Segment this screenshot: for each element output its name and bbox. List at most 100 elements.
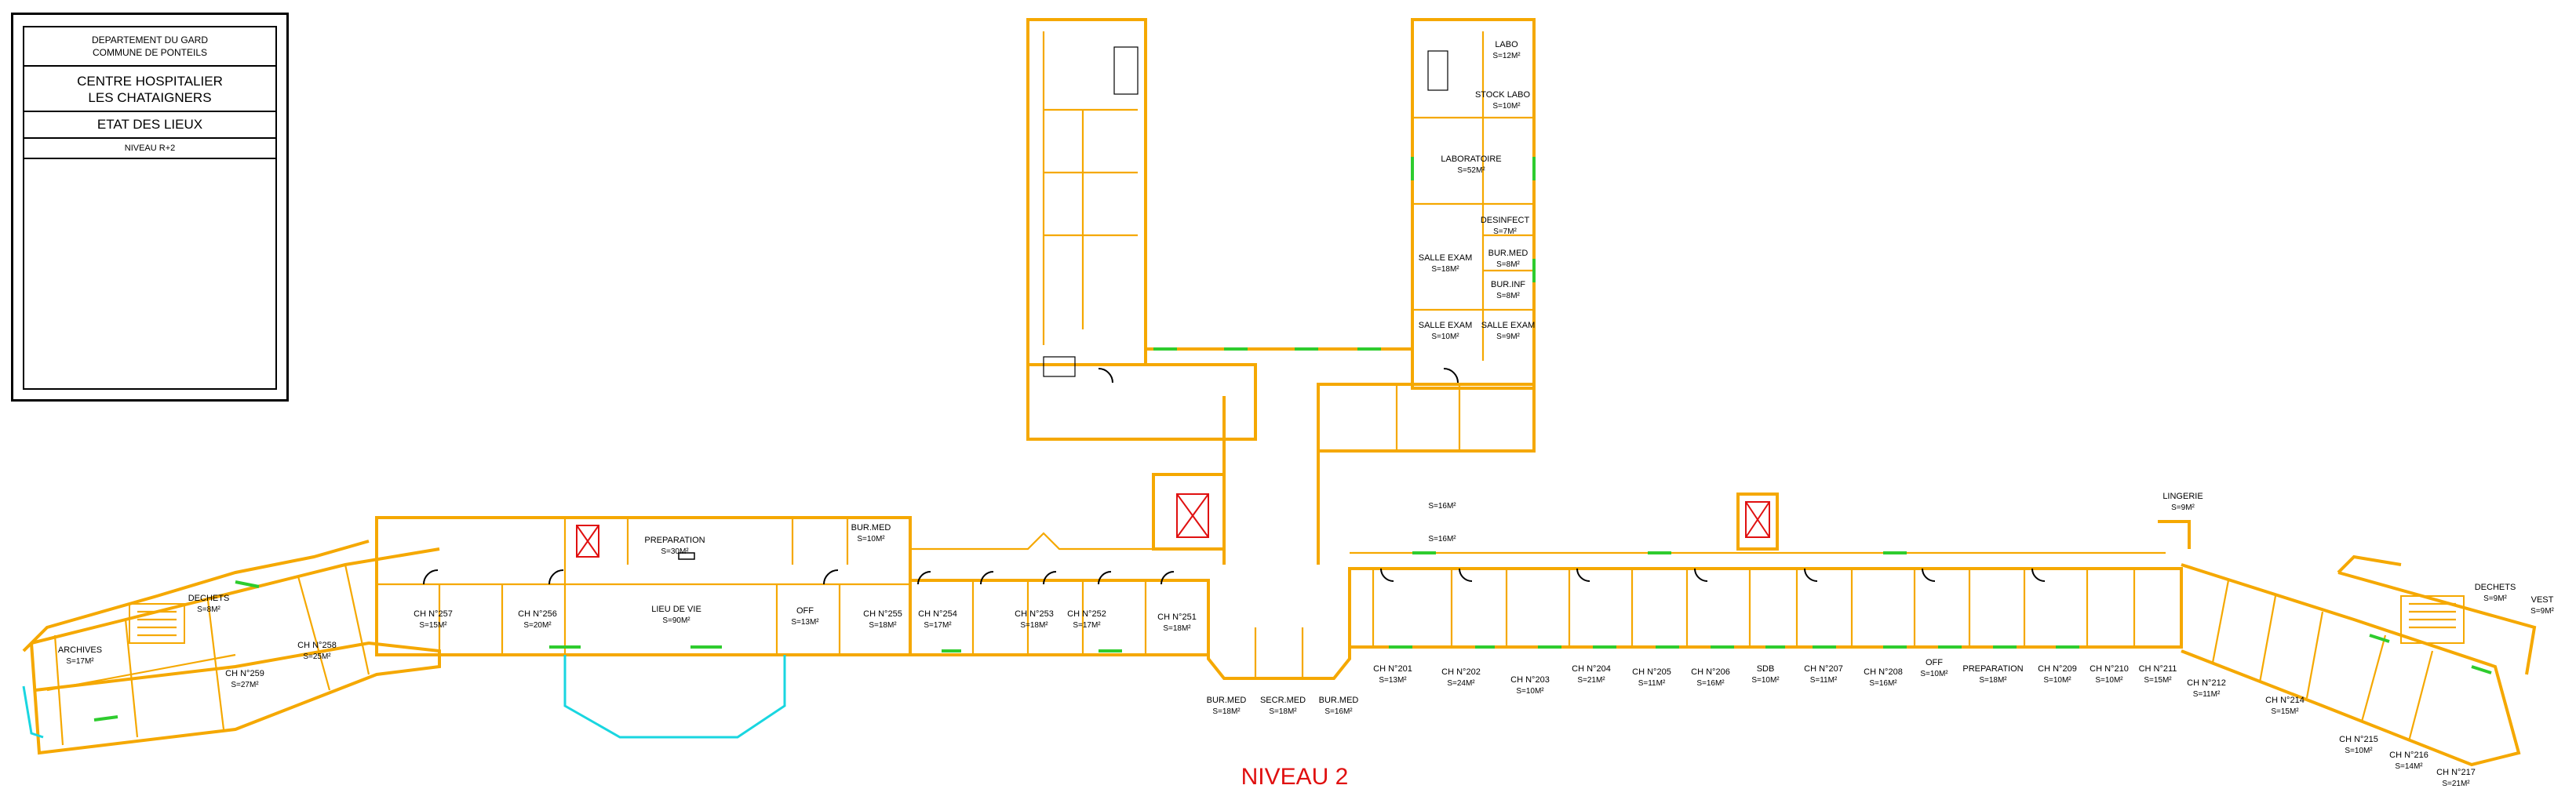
room-off-e-name: OFF <box>1926 658 1943 667</box>
door-swings <box>423 368 2046 585</box>
room-ch201-area: S=13M² <box>1379 676 1407 685</box>
room-s16b-area: S=16M² <box>1428 535 1456 543</box>
room-archives-area: S=17M² <box>66 657 94 666</box>
room-ch202-area: S=24M² <box>1447 679 1475 688</box>
room-preparation-e-name: PREPARATION <box>1962 664 2023 674</box>
room-preparation-w-area: S=30M² <box>661 547 689 556</box>
plan-title: NIVEAU 2 <box>1241 764 1349 790</box>
room-dechets-w-area: S=8M² <box>197 605 220 614</box>
room-secr-med-area: S=18M² <box>1269 707 1297 716</box>
room-ch259-area: S=27M² <box>231 681 259 689</box>
room-ch208-name: CH N°208 <box>1864 667 1903 677</box>
room-ch205-area: S=11M² <box>1638 679 1666 688</box>
room-ch212-name: CH N°212 <box>2187 678 2226 688</box>
room-bur-med-n-name: BUR.MED <box>1488 249 1528 258</box>
room-ch255-name: CH N°255 <box>863 609 902 619</box>
room-ch201-name: CH N°201 <box>1373 664 1412 674</box>
department-line: DEPARTEMENT DU GARD <box>91 35 209 45</box>
room-ch259-name: CH N°259 <box>225 669 264 678</box>
room-ch254-name: CH N°254 <box>918 609 957 619</box>
room-ch252-area: S=17M² <box>1073 621 1101 630</box>
room-off-w-area: S=13M² <box>791 618 819 627</box>
room-ch215-area: S=10M² <box>2345 747 2373 755</box>
room-bur-med-w-area: S=10M² <box>857 535 885 543</box>
room-sdb-area: S=10M² <box>1751 676 1780 685</box>
room-off-w-name: OFF <box>796 606 814 616</box>
room-ch214-area: S=15M² <box>2271 707 2299 716</box>
north-east-tower-walls <box>1317 18 1536 453</box>
hospital-line-2: LES CHATAIGNERS <box>88 90 212 105</box>
room-salle-exam-1-name: SALLE EXAM <box>1419 253 1472 263</box>
room-bur-med-w-name: BUR.MED <box>851 523 891 533</box>
title-block-frame: DEPARTEMENT DU GARD COMMUNE DE PONTEILS … <box>23 26 277 390</box>
room-salle-exam-2-name: SALLE EXAM <box>1419 321 1472 330</box>
room-preparation-w-name: PREPARATION <box>644 536 705 545</box>
room-ch203-name: CH N°203 <box>1510 675 1550 685</box>
room-ch256-name: CH N°256 <box>518 609 557 619</box>
room-ch215-name: CH N°215 <box>2339 735 2378 744</box>
room-laboratoire-name: LABORATOIRE <box>1441 154 1501 164</box>
west-wing-walls <box>22 540 441 755</box>
hospital-line-1: CENTRE HOSPITALIER <box>77 74 223 89</box>
room-bur-inf-name: BUR.INF <box>1491 280 1525 289</box>
room-labo-area: S=12M² <box>1492 52 1521 60</box>
room-ch203-area: S=10M² <box>1516 687 1544 696</box>
room-desinfect-area: S=7M² <box>1493 227 1517 236</box>
room-ch204-area: S=21M² <box>1577 676 1605 685</box>
room-stock-labo-name: STOCK LABO <box>1475 90 1531 100</box>
room-ch208-area: S=16M² <box>1869 679 1897 688</box>
room-ch254-area: S=17M² <box>924 621 952 630</box>
room-ch216-area: S=14M² <box>2395 762 2423 771</box>
room-off-e-area: S=10M² <box>1920 670 1948 678</box>
room-ch255-area: S=18M² <box>869 621 897 630</box>
east-wing-walls <box>1348 493 2191 649</box>
level-label: NIVEAU R+2 <box>24 139 275 159</box>
room-vest-area: S=9M² <box>2530 607 2554 616</box>
room-stock-labo-area: S=10M² <box>1492 102 1521 111</box>
room-ch217-name: CH N°217 <box>2436 768 2476 777</box>
room-ch251-name: CH N°251 <box>1157 613 1197 622</box>
document-title: ETAT DES LIEUX <box>24 112 275 139</box>
room-ch256-area: S=20M² <box>523 621 552 630</box>
room-ch217-area: S=21M² <box>2442 780 2470 788</box>
room-ch258-area: S=25M² <box>303 653 331 661</box>
room-ch257-area: S=15M² <box>419 621 447 630</box>
room-salle-exam-3-area: S=9M² <box>1496 333 1520 341</box>
room-bur-med-c2-area: S=16M² <box>1324 707 1353 716</box>
east-angled-wing-walls <box>2181 554 2537 767</box>
room-ch209-name: CH N°209 <box>2038 664 2077 674</box>
room-bur-med-c1-area: S=18M² <box>1212 707 1241 716</box>
room-secr-med-name: SECR.MED <box>1260 696 1306 705</box>
room-laboratoire-area: S=52M² <box>1457 166 1485 175</box>
room-preparation-e-area: S=18M² <box>1979 676 2007 685</box>
room-lieu-de-vie-area: S=90M² <box>662 616 690 625</box>
room-ch214-name: CH N°214 <box>2265 696 2305 705</box>
room-ch253-area: S=18M² <box>1020 621 1048 630</box>
room-bur-inf-area: S=8M² <box>1496 292 1520 300</box>
room-ch251-area: S=18M² <box>1163 624 1191 633</box>
room-ch206-name: CH N°206 <box>1691 667 1730 677</box>
central-hall-walls <box>1152 384 1351 680</box>
title-block-department: DEPARTEMENT DU GARD COMMUNE DE PONTEILS <box>24 27 275 67</box>
room-ch253-name: CH N°253 <box>1015 609 1054 619</box>
title-block-hospital: CENTRE HOSPITALIER LES CHATAIGNERS <box>24 67 275 112</box>
room-salle-exam-1-area: S=18M² <box>1431 265 1459 274</box>
west-central-walls <box>375 516 1210 739</box>
room-ch204-name: CH N°204 <box>1572 664 1611 674</box>
room-lingerie-area: S=9M² <box>2171 503 2195 512</box>
room-labo-name: LABO <box>1495 40 1518 49</box>
room-ch207-area: S=11M² <box>1810 676 1838 685</box>
room-ch210-name: CH N°210 <box>2090 664 2129 674</box>
room-ch212-area: S=11M² <box>2193 690 2221 699</box>
room-salle-exam-3-name: SALLE EXAM <box>1481 321 1535 330</box>
room-bur-med-c1-name: BUR.MED <box>1207 696 1247 705</box>
room-dechets-e-area: S=9M² <box>2483 594 2507 603</box>
room-salle-exam-2-area: S=10M² <box>1431 333 1459 341</box>
room-ch205-name: CH N°205 <box>1632 667 1671 677</box>
room-lieu-de-vie-name: LIEU DE VIE <box>651 605 701 614</box>
commune-line: COMMUNE DE PONTEILS <box>92 47 207 58</box>
room-dechets-w-name: DECHETS <box>188 594 230 603</box>
room-ch257-name: CH N°257 <box>414 609 453 619</box>
room-ch209-area: S=10M² <box>2043 676 2071 685</box>
room-archives-name: ARCHIVES <box>58 645 102 655</box>
